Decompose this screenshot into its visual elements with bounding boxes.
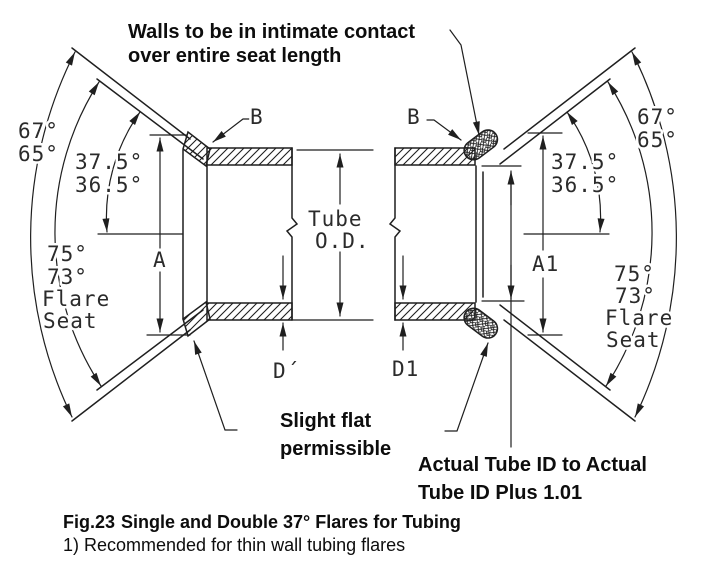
right-b-label: B: [407, 105, 421, 129]
right-flare-angle-arc: [566, 111, 605, 233]
right-flare-seat-word2: Seat: [606, 328, 661, 352]
tube-id-note: Actual Tube ID to Actual Tube ID Plus 1.…: [418, 454, 647, 504]
slight-flat-note: Slight flat permissible: [280, 410, 391, 460]
right-tube-top-wall: [394, 147, 476, 166]
dimension-a1: [527, 132, 563, 336]
left-top-flare-wall: [182, 130, 211, 168]
left-tube-top-wall: [206, 147, 293, 166]
left-tube-bottom-wall: [206, 302, 293, 321]
dimension-tube-od: [292, 149, 374, 321]
walls-note: Walls to be in intimate contact over ent…: [128, 21, 415, 67]
tube-od-word1: Tube: [308, 207, 363, 231]
walls-note-leader: [449, 29, 480, 136]
figure-caption: Fig.23 Single and Double 37° Flares for T…: [63, 512, 461, 555]
right-outer-angle-max-label: 67°: [637, 105, 678, 129]
right-flare-seat-word1: Flare: [605, 306, 673, 330]
right-flare-angle-max-label: 37.5°: [551, 150, 619, 174]
left-flare-angle-min-label: 36.5°: [75, 173, 143, 197]
walls-note-line2: over entire seat length: [128, 45, 341, 67]
right-top-flare-bead: [463, 129, 499, 161]
left-flare-seat-word1: Flare: [42, 287, 110, 311]
right-seat-angle-max-label: 75°: [614, 262, 655, 286]
slight-flat-line2: permissible: [280, 438, 391, 460]
figure-number: Fig.23: [63, 512, 115, 532]
right-tube-bottom-wall: [394, 302, 476, 321]
right-dimension-labels: 67° 65° 37.5° 36.5° 75° 73° Flare Seat A…: [390, 103, 680, 384]
dim-d1-label: D1: [392, 357, 419, 381]
right-tube-break-line: [388, 147, 402, 321]
left-flare-angle-max-label: 37.5°: [75, 150, 143, 174]
tube-od-word2: O.D.: [315, 229, 370, 253]
left-flare-seat-word2: Seat: [43, 309, 98, 333]
right-seat-angle-min-label: 73°: [615, 284, 656, 308]
right-flare-angle-min-label: 36.5°: [551, 173, 619, 197]
left-b-leader: [212, 118, 251, 143]
left-b-label: B: [250, 105, 264, 129]
right-outer-angle-arc: [631, 51, 677, 418]
tube-id-line1: Actual Tube ID to Actual: [418, 454, 647, 476]
dim-a-label: A: [153, 248, 167, 272]
slight-flat-line1: Slight flat: [280, 410, 371, 432]
left-seat-angle-arc: [54, 81, 102, 387]
left-seat-angle-max-label: 75°: [47, 242, 88, 266]
right-bottom-flare-bead: [463, 307, 499, 339]
slight-flat-right-leader: [444, 342, 489, 432]
center-dimension-labels: Tube O.D.: [306, 205, 372, 256]
right-flare-cone-lines: [499, 47, 636, 422]
left-tube-section: [182, 130, 299, 338]
left-dimension-labels: 67° 65° 37.5° 36.5° 75° 73° Flare Seat A…: [16, 103, 302, 386]
figure-caption-note: 1) Recommended for thin wall tubing flar…: [63, 535, 405, 555]
left-bottom-flare-wall: [182, 300, 211, 338]
right-seat-angle-arc: [605, 81, 653, 387]
tube-id-line2: Tube ID Plus 1.01: [418, 482, 582, 504]
dim-a1-label: A1: [532, 252, 559, 276]
figure-caption-title: Fig.23 Single and Double 37° Flares for T…: [63, 512, 461, 532]
left-outer-angle-arc: [30, 51, 76, 418]
right-tube-section: [388, 129, 499, 339]
left-outer-angle-max-label: 67°: [18, 119, 59, 143]
dim-d-label: D´: [273, 359, 300, 383]
left-angle-arcs: [30, 51, 184, 418]
left-outer-angle-min-label: 65°: [18, 142, 59, 166]
slight-flat-left-leader: [193, 340, 238, 431]
left-flare-angle-arc: [102, 111, 141, 233]
left-tube-break-line: [285, 147, 299, 321]
dimension-seat-id: [481, 165, 525, 448]
right-angle-arcs: [523, 51, 677, 418]
dimension-a: [146, 134, 191, 336]
right-b-leader: [426, 119, 462, 141]
right-outer-angle-min-label: 65°: [637, 128, 678, 152]
walls-note-line1: Walls to be in intimate contact: [128, 21, 415, 43]
left-seat-angle-min-label: 73°: [47, 265, 88, 289]
figure-title: Single and Double 37° Flares for Tubing: [121, 512, 461, 532]
